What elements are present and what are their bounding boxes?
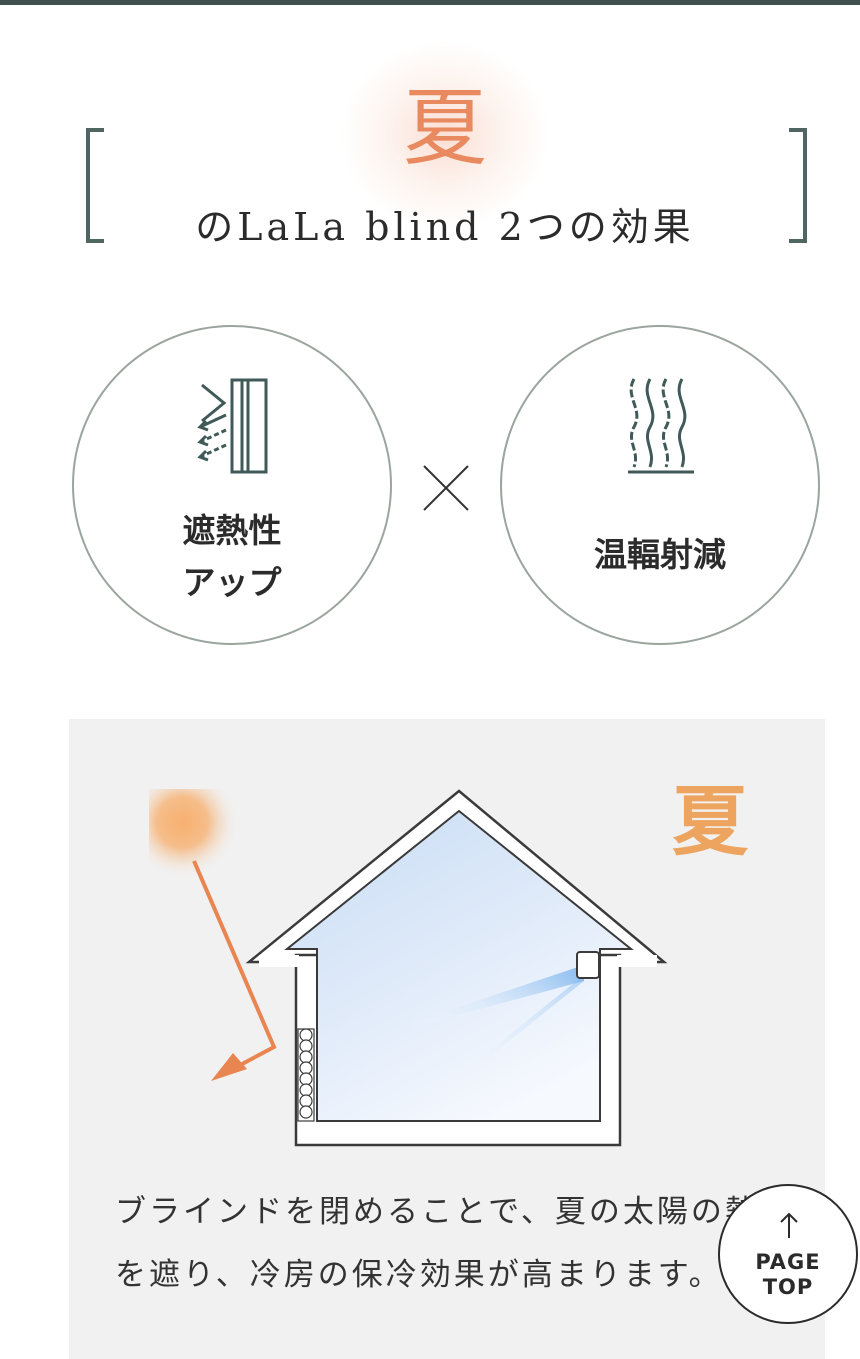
effect-label-line1: 遮熱性 bbox=[182, 511, 282, 550]
page-top-button[interactable]: PAGE TOP bbox=[718, 1184, 858, 1324]
radiant-heat-icon bbox=[628, 378, 694, 474]
bracket-right bbox=[789, 128, 807, 243]
effect-label-line2: アップ bbox=[182, 563, 282, 602]
bracket-left bbox=[86, 128, 104, 243]
title-glow bbox=[340, 40, 550, 230]
section-heading: 夏 のLaLa blind 2つの効果 bbox=[0, 0, 860, 270]
page-top-line1: PAGE bbox=[755, 1250, 821, 1274]
season-title: 夏 bbox=[402, 79, 487, 177]
air-conditioner-icon bbox=[576, 951, 600, 979]
window-blind-icon bbox=[297, 1028, 315, 1122]
heat-shield-icon bbox=[197, 378, 268, 474]
page-top-label: PAGE TOP bbox=[720, 1250, 856, 1300]
info-panel: 夏 ブラインドを閉めることで、夏の太陽の熱さを遮り、冷房の保冷効果が高まります。 bbox=[69, 719, 825, 1359]
effect-label-radiant-heat: 温輻射減 bbox=[594, 535, 726, 574]
times-icon bbox=[423, 465, 469, 511]
arrow-up-icon bbox=[780, 1212, 798, 1238]
panel-description: ブラインドを閉めることで、夏の太陽の熱さを遮り、冷房の保冷効果が高まります。 bbox=[115, 1194, 793, 1293]
house-illustration bbox=[149, 789, 668, 1147]
top-bar bbox=[0, 0, 860, 5]
effect-card-heat-shield: 遮熱性 アップ bbox=[72, 325, 392, 645]
effect-label-heat-shield: 遮熱性 アップ bbox=[74, 505, 390, 609]
page-top-line2: TOP bbox=[762, 1275, 814, 1299]
season-mark: 夏 bbox=[672, 777, 748, 866]
section-subtitle: のLaLa blind 2つの効果 bbox=[195, 205, 695, 249]
sunlight-arrow bbox=[192, 860, 277, 1081]
effect-card-radiant-heat: 温輻射減 bbox=[500, 325, 820, 645]
